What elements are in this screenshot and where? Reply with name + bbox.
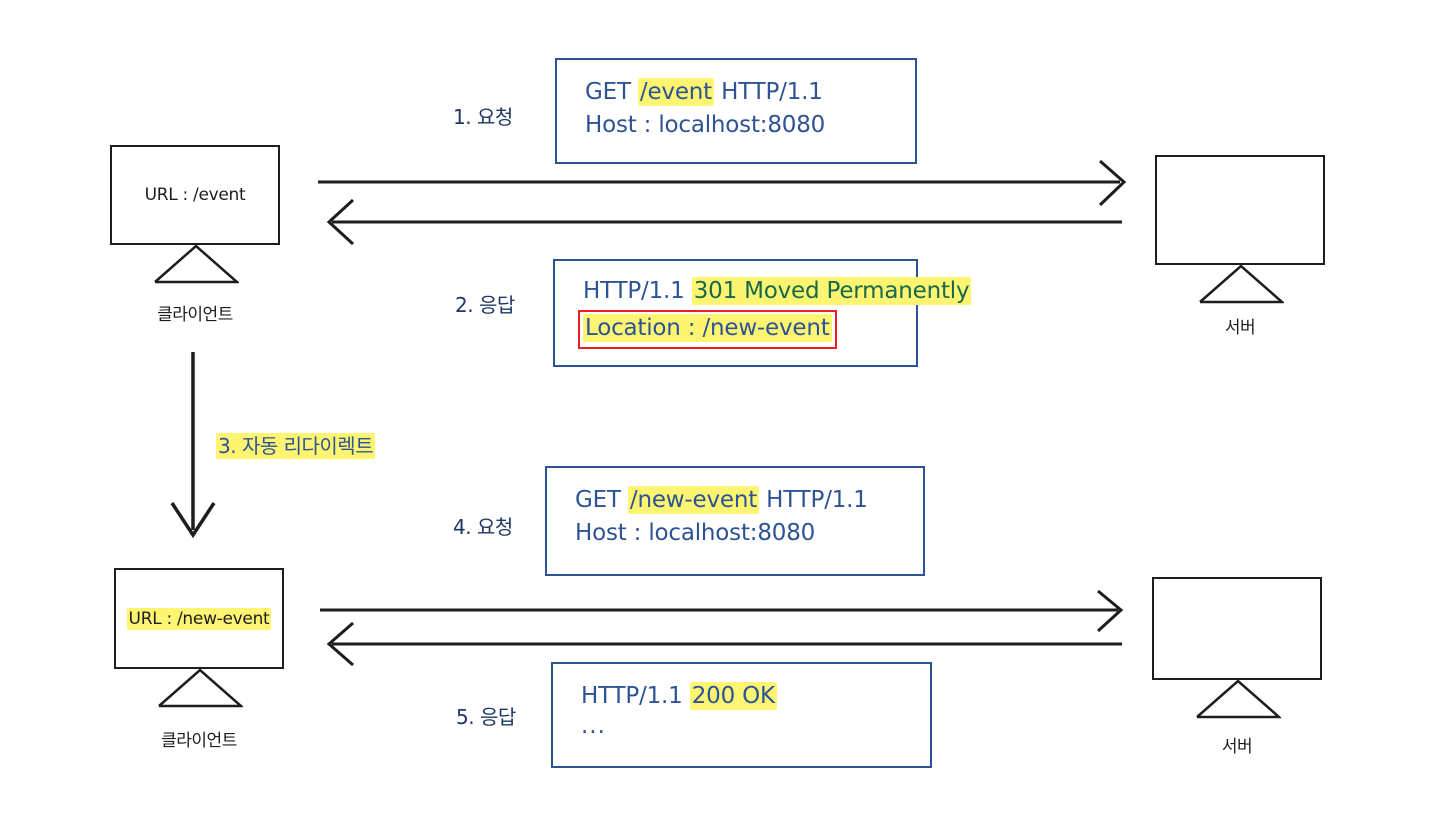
- response-5-line-1: HTTP/1.1 200 OK: [581, 680, 930, 713]
- response-5-version: HTTP/1.1: [581, 683, 690, 709]
- response-2-version: HTTP/1.1: [583, 278, 692, 304]
- response-5-status: 200 OK: [689, 682, 777, 710]
- client-bottom-screen: URL : /new-event: [114, 568, 284, 669]
- server-top: 서버: [1155, 155, 1325, 338]
- response-arrow-bottom: [326, 621, 1122, 667]
- request-1-method: GET: [585, 79, 638, 105]
- message-box-request-4: GET /new-event HTTP/1.1 Host : localhost…: [545, 466, 925, 576]
- redirect-arrow-vertical: [170, 352, 216, 539]
- request-1-line-2: Host : localhost:8080: [585, 112, 826, 139]
- client-top-screen: URL : /event: [110, 145, 280, 245]
- client-bottom-url: URL : /new-event: [126, 607, 272, 630]
- response-2-line-2: Location : /new-event: [578, 310, 916, 349]
- step-5-label: 5. 응답: [456, 705, 516, 729]
- response-arrow-top: [326, 198, 1122, 246]
- message-box-response-2: HTTP/1.1 301 Moved Permanently Location …: [553, 259, 972, 367]
- request-1-path: /event: [637, 78, 714, 106]
- request-4-line-2: Host : localhost:8080: [575, 520, 816, 547]
- server-top-screen: [1155, 155, 1325, 265]
- response-2-status: 301 Moved Permanently: [691, 277, 972, 305]
- request-arrow-top: [318, 159, 1127, 207]
- step-1-label: 1. 요청: [453, 105, 513, 129]
- server-top-caption: 서버: [1224, 318, 1256, 338]
- request-4-version: HTTP/1.1: [759, 487, 868, 513]
- response-2-location: Location : /new-event: [583, 314, 832, 343]
- message-box-request-1: GET /event HTTP/1.1 Host : localhost:808…: [555, 58, 917, 164]
- client-bottom-caption: 클라이언트: [161, 731, 237, 751]
- step-3-label: 3. 자동 리다이렉트: [216, 430, 376, 459]
- request-arrow-bottom: [320, 589, 1124, 633]
- request-1-version: HTTP/1.1: [713, 79, 823, 105]
- message-box-response-5: HTTP/1.1 200 OK ...: [551, 662, 932, 768]
- client-bottom: URL : /new-event 클라이언트: [114, 568, 284, 751]
- server-bottom: 서버: [1152, 577, 1322, 757]
- client-top-caption: 클라이언트: [157, 305, 233, 325]
- step-2-label: 2. 응답: [455, 293, 515, 317]
- request-1-line-1: GET /event HTTP/1.1: [585, 76, 915, 109]
- client-top: URL : /event 클라이언트: [110, 145, 280, 325]
- response-2-line-1: HTTP/1.1 301 Moved Permanently: [583, 275, 972, 308]
- step-3-label-text: 3. 자동 리다이렉트: [216, 433, 376, 459]
- step-4-label: 4. 요청: [453, 515, 513, 539]
- client-top-url: URL : /event: [145, 185, 246, 205]
- request-4-line-1: GET /new-event HTTP/1.1: [575, 484, 923, 517]
- server-bottom-caption: 서버: [1221, 737, 1253, 757]
- request-4-path: /new-event: [627, 486, 760, 514]
- client-top-url-value: /event: [193, 185, 246, 205]
- client-top-url-prefix: URL :: [144, 185, 194, 205]
- response-2-location-box: Location : /new-event: [578, 310, 837, 349]
- server-bottom-screen: [1152, 577, 1322, 680]
- request-4-method: GET: [575, 487, 628, 513]
- response-5-line-2: ...: [581, 713, 606, 740]
